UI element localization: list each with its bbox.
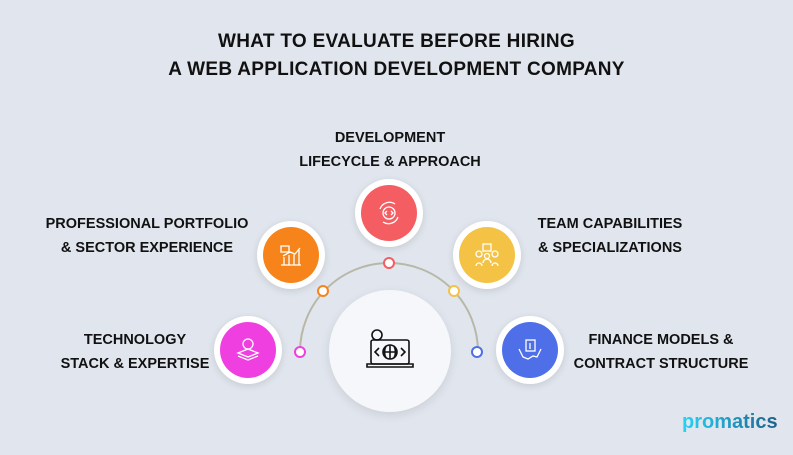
title-line-2: A WEB APPLICATION DEVELOPMENT COMPANY	[168, 59, 625, 80]
dot-blue	[471, 346, 483, 358]
handshake-contract-icon	[502, 322, 558, 378]
team-icon	[459, 227, 515, 283]
node-development	[355, 179, 423, 247]
node-finance	[496, 316, 564, 384]
node-portfolio	[257, 221, 325, 289]
label-portfolio: PROFESSIONAL PORTFOLIO& SECTOR EXPERIENC…	[45, 216, 249, 256]
code-cycle-gear-icon	[361, 185, 417, 241]
dot-pink	[294, 346, 306, 358]
growth-chart-icon	[263, 227, 319, 283]
laptop-web-gear-icon	[366, 329, 414, 368]
promatics-logo: promatics	[682, 411, 778, 433]
dot-yellow	[448, 285, 460, 297]
node-technology	[214, 316, 282, 384]
dot-red	[383, 257, 395, 269]
title-line-1: WHAT TO EVALUATE BEFORE HIRING	[218, 31, 575, 52]
label-team: TEAM CAPABILITIES& SPECIALIZATIONS	[537, 216, 683, 256]
center-node	[329, 290, 451, 412]
dot-orange	[317, 285, 329, 297]
lightbulb-layers-icon	[220, 322, 276, 378]
node-team	[453, 221, 521, 289]
label-finance: FINANCE MODELS &CONTRACT STRUCTURE	[573, 332, 749, 372]
